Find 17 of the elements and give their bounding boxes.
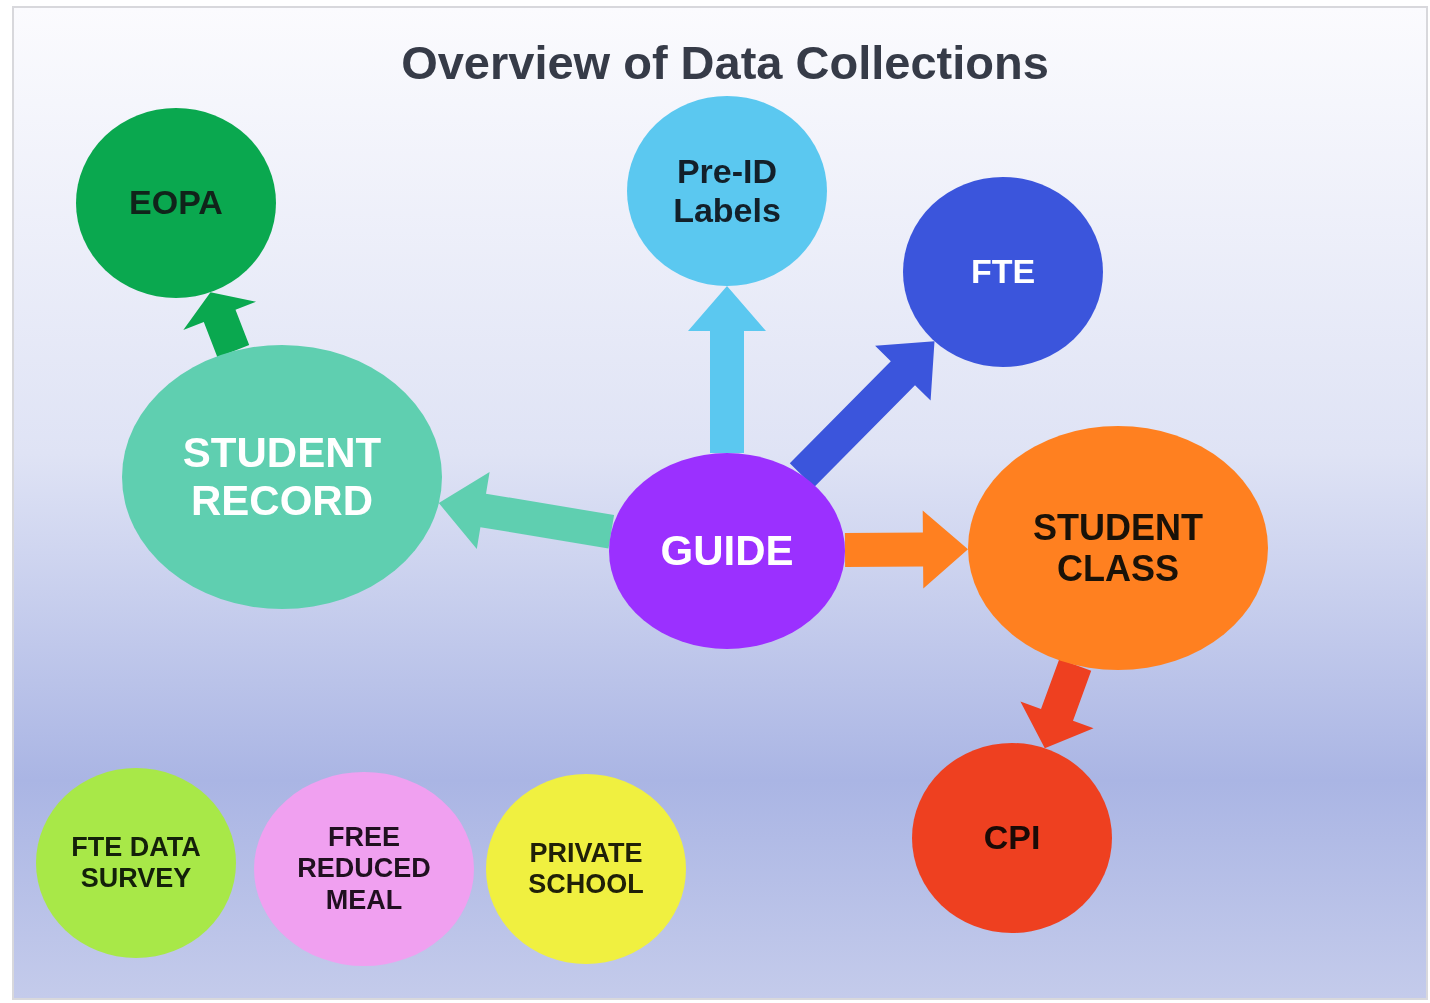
block-arrow [1020, 659, 1094, 749]
block-arrow [183, 292, 256, 358]
node-label: FTE DATA SURVEY [71, 831, 201, 895]
node-label: PRIVATE SCHOOL [527, 837, 645, 901]
node-label: STUDENT RECORD [181, 428, 383, 526]
node-label: Pre-ID Labels [672, 151, 782, 231]
diagram-title: Overview of Data Collections [400, 35, 1050, 91]
block-arrow [789, 341, 935, 488]
block-arrow [688, 286, 766, 453]
node-label: EOPA [129, 183, 223, 223]
node-label: STUDENT CLASS [1032, 506, 1204, 590]
node-label: FTE [970, 252, 1036, 292]
node-label: FREE REDUCED MEAL [296, 822, 432, 916]
node-label: GUIDE [660, 526, 794, 576]
node-label: CPI [983, 818, 1041, 858]
block-arrow [844, 510, 968, 589]
block-arrow [438, 472, 615, 549]
